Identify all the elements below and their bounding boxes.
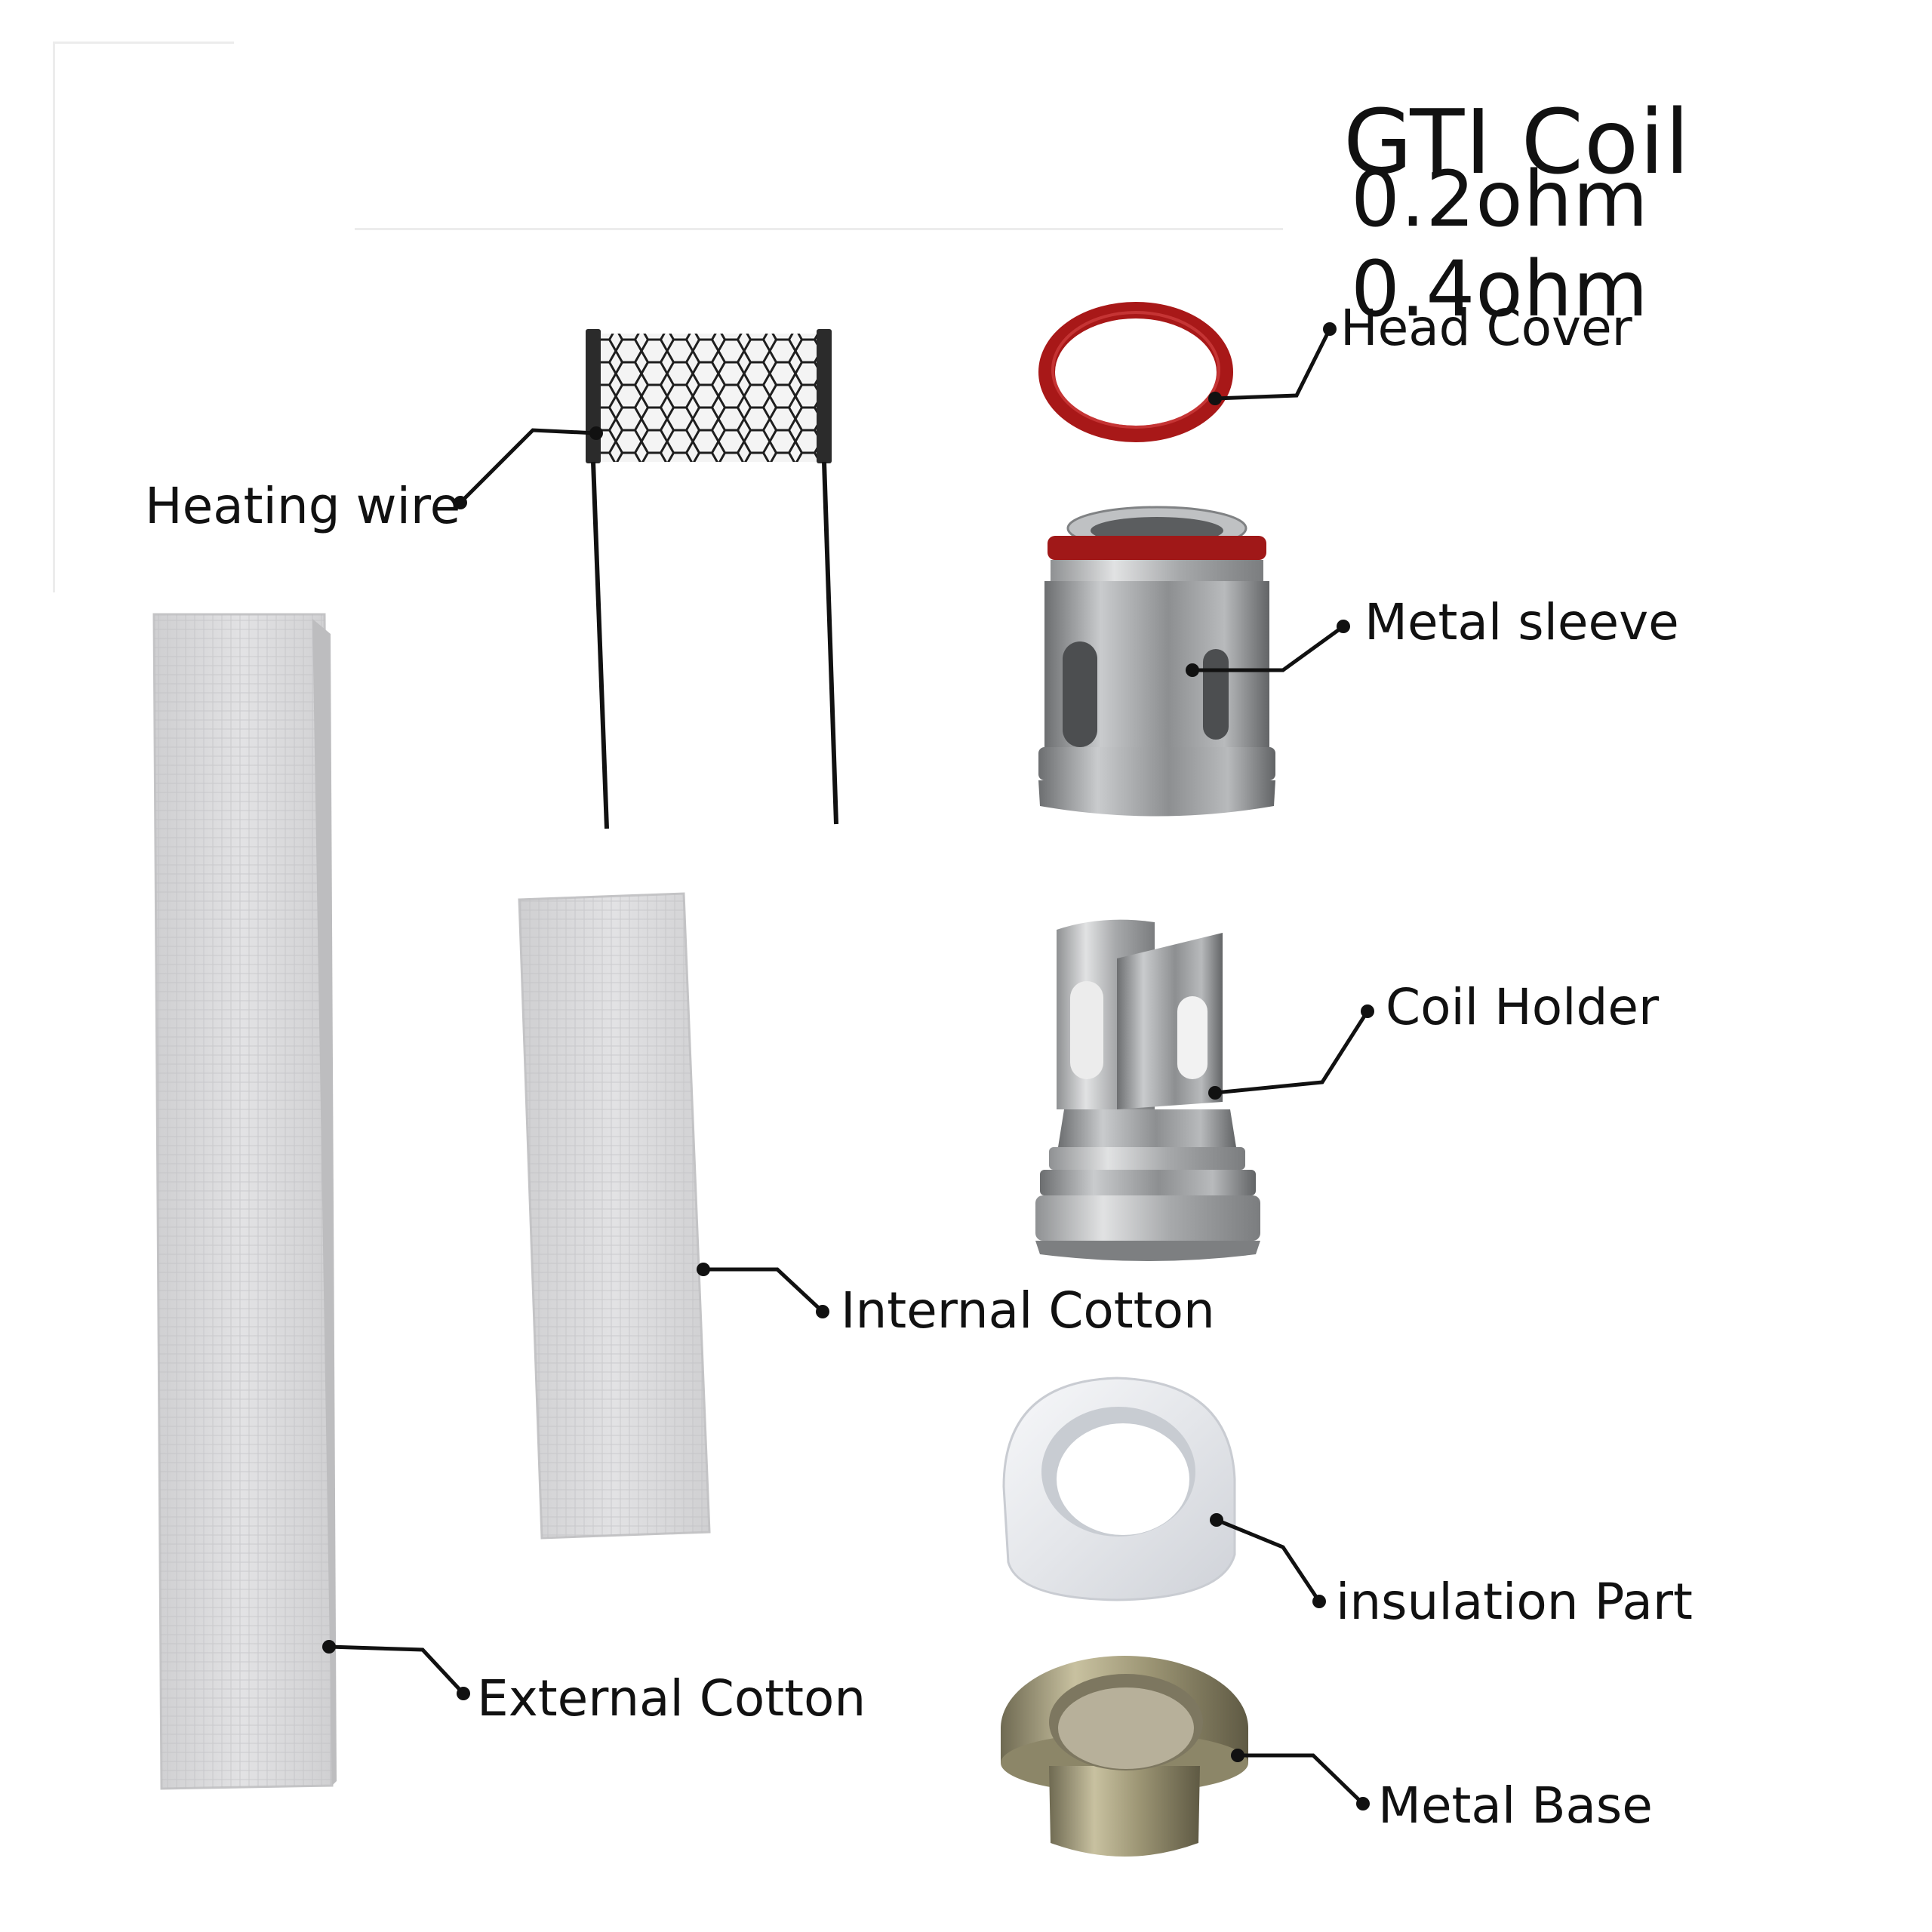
leader-metal-sleeve bbox=[1192, 624, 1345, 672]
leader-insulation-part bbox=[1216, 1518, 1321, 1603]
label-internal-cotton: Internal Cotton bbox=[841, 1281, 1215, 1340]
label-metal-base: Metal Base bbox=[1378, 1777, 1653, 1835]
label-insulation-part: insulation Part bbox=[1336, 1573, 1693, 1631]
page-title: GTI Coil bbox=[1343, 90, 1690, 195]
cotton-strip-icon bbox=[518, 892, 711, 1540]
metal-base-icon bbox=[1001, 1656, 1248, 1857]
leader-internal-cotton bbox=[703, 1267, 824, 1313]
leader-external-cotton bbox=[328, 1644, 465, 1695]
label-metal-sleeve: Metal sleeve bbox=[1364, 593, 1679, 651]
leader-dots bbox=[322, 322, 1374, 1810]
label-coil-holder: Coil Holder bbox=[1386, 978, 1660, 1036]
frame-line-top bbox=[355, 228, 1283, 230]
cotton-strip-icon bbox=[152, 613, 337, 1790]
page-subtitle: 0.2ohm 0.4ohm bbox=[1351, 155, 1649, 334]
coil-holder-icon bbox=[1035, 919, 1260, 1261]
label-head-cover: Head Cover bbox=[1340, 299, 1632, 357]
insulation-ring-icon bbox=[1002, 1377, 1236, 1601]
frame-line-top-left bbox=[53, 42, 234, 44]
label-heating-wire: Heating wire bbox=[145, 477, 461, 535]
leader-coil-holder bbox=[1214, 1010, 1370, 1095]
leader-lines bbox=[328, 328, 1370, 1805]
leader-metal-base bbox=[1238, 1753, 1364, 1805]
frame-line-left bbox=[53, 42, 55, 592]
mesh-coil-icon bbox=[586, 329, 838, 829]
label-external-cotton: External Cotton bbox=[477, 1669, 866, 1727]
o-ring-icon bbox=[1038, 302, 1233, 442]
metal-sleeve-icon bbox=[1038, 506, 1275, 817]
leader-head-cover bbox=[1214, 328, 1332, 401]
leader-heating-wire bbox=[459, 428, 597, 504]
